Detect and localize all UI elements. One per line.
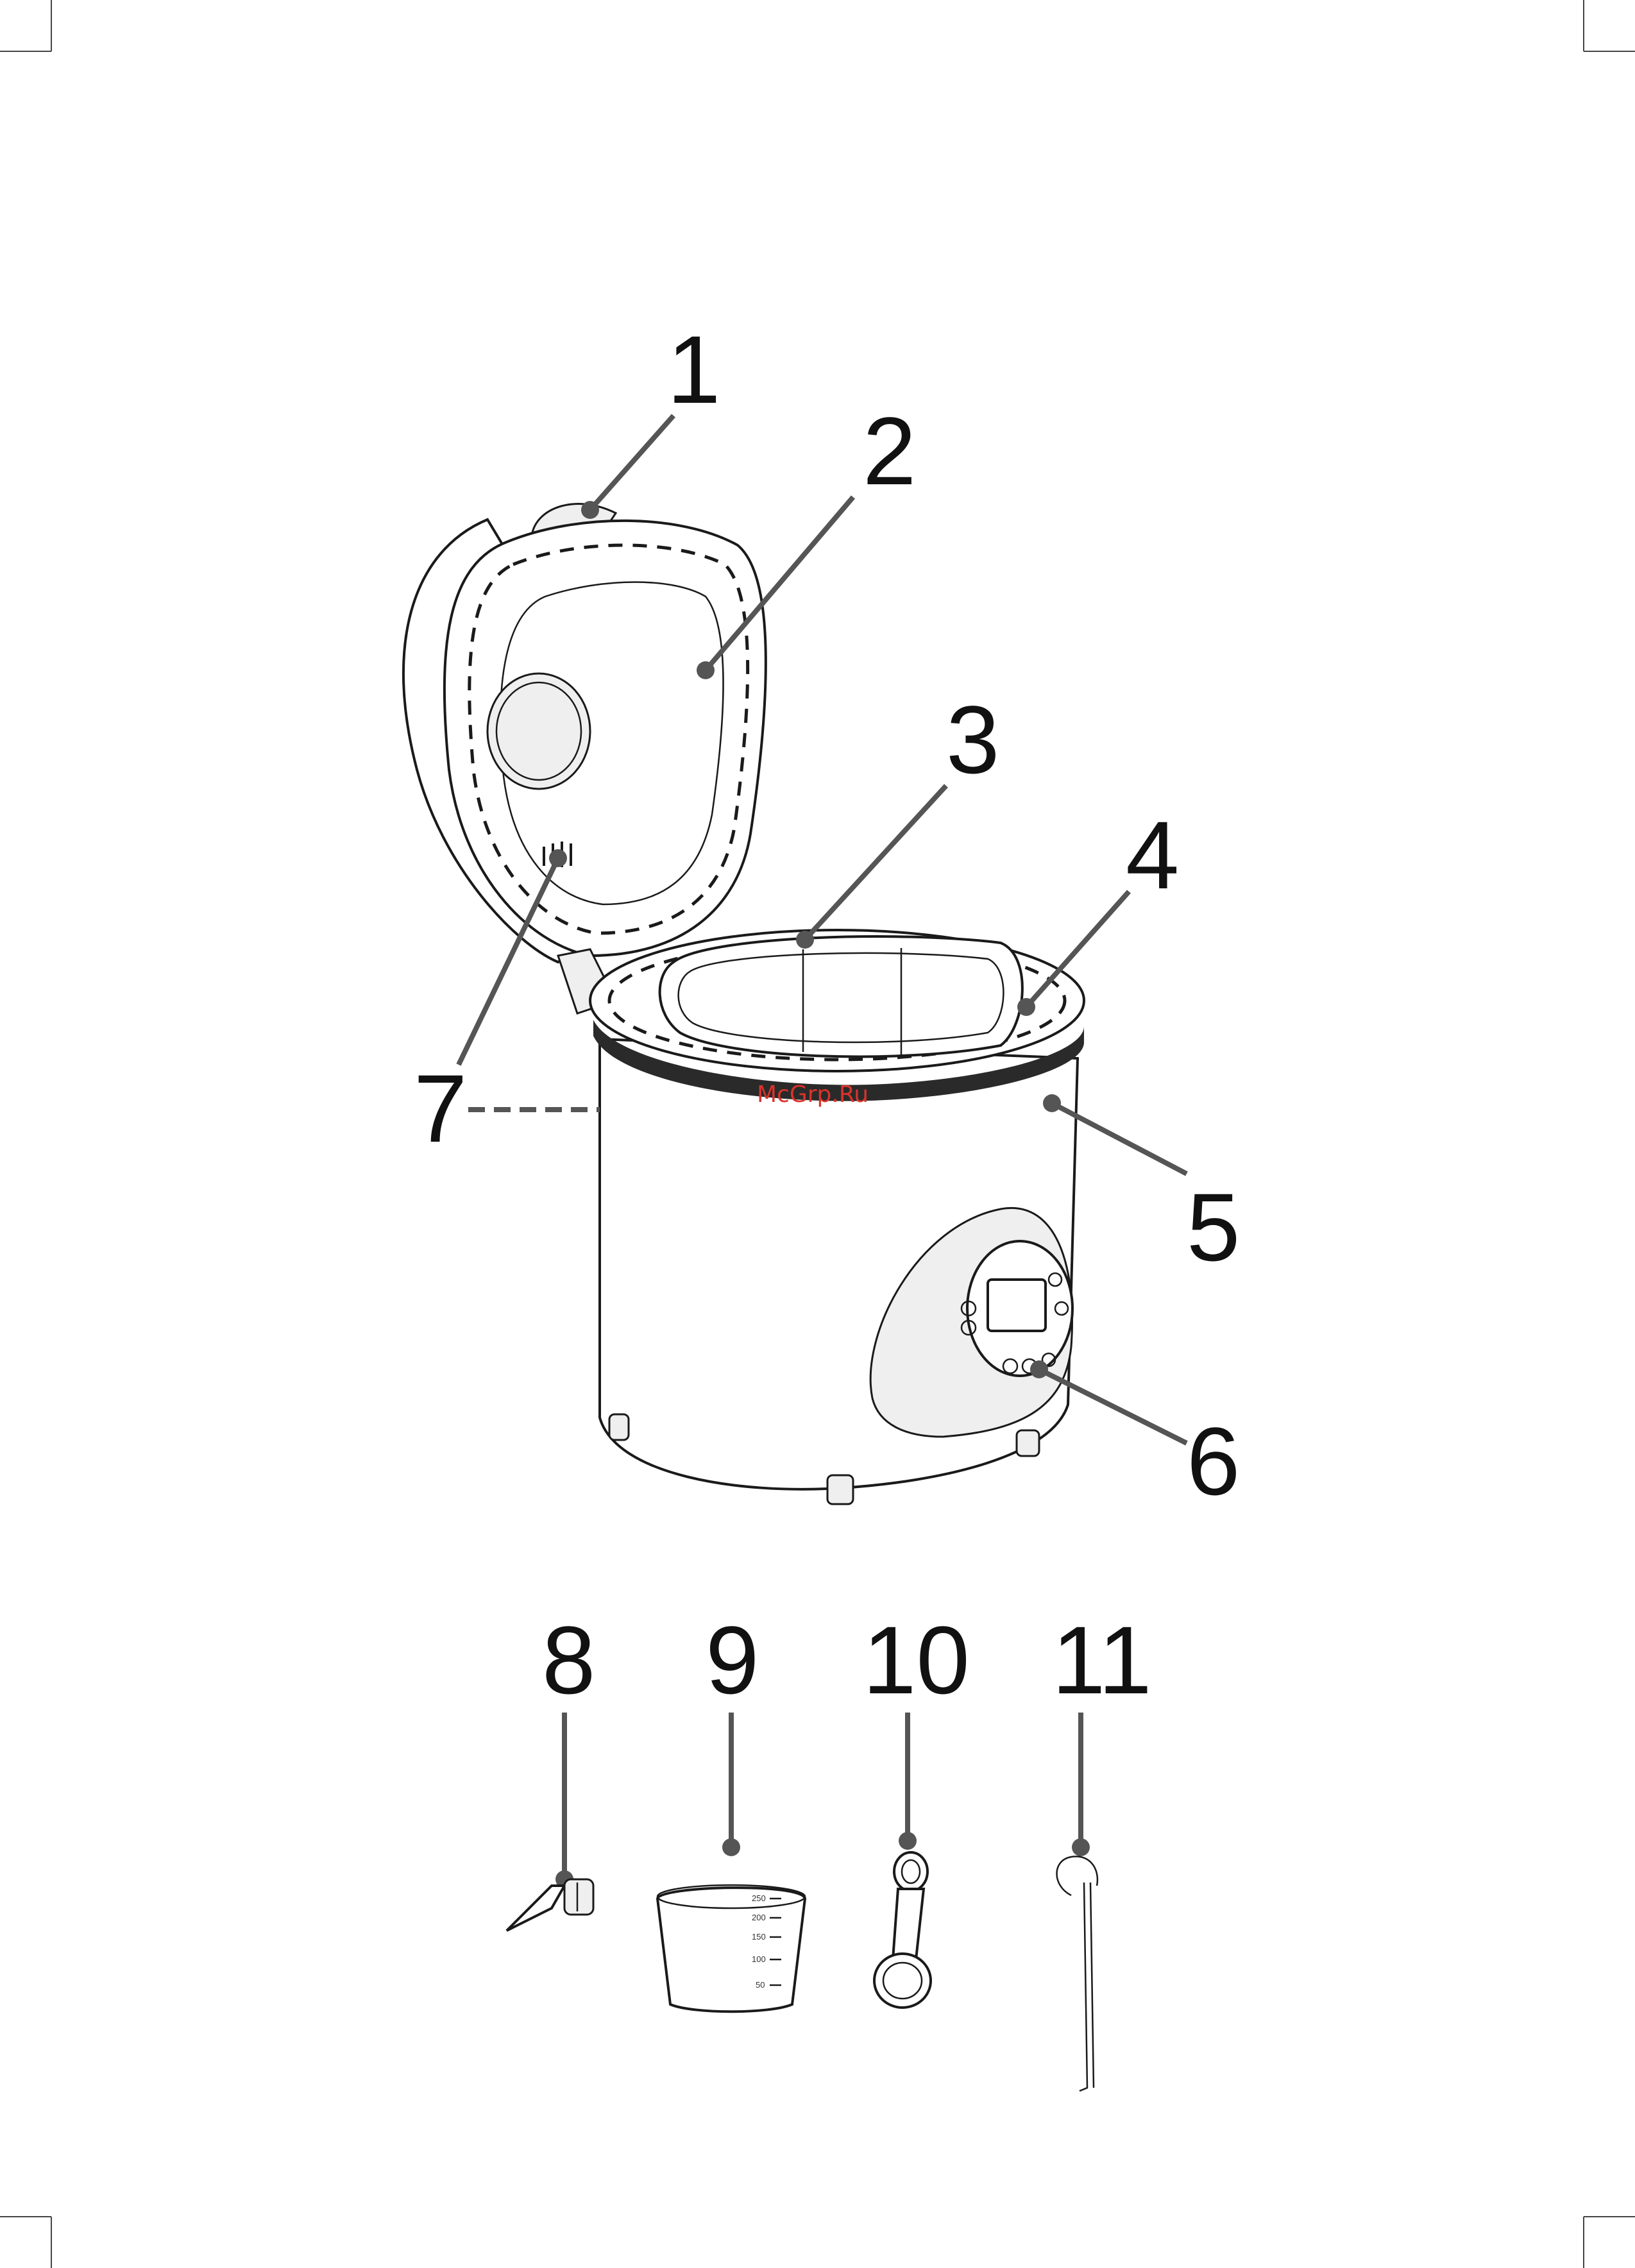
display-screen (988, 1280, 1046, 1331)
foot (1017, 1430, 1039, 1456)
callout-7: 7 (414, 1054, 467, 1162)
scale-label-200: 200 (752, 1913, 766, 1922)
callout-6: 6 (1187, 1407, 1240, 1515)
viewing-window (487, 673, 590, 789)
kneading-paddle (507, 1879, 593, 1931)
lid (403, 504, 766, 1013)
scale-label-50: 50 (756, 1980, 765, 1990)
callout-1: 1 (667, 316, 720, 423)
scale-label-150: 150 (752, 1932, 766, 1942)
callout-3: 3 (946, 686, 999, 793)
callout-8: 8 (542, 1606, 595, 1714)
measuring-spoon (874, 1852, 931, 2008)
watermark: McGrp.Ru (757, 1081, 868, 1108)
scale-label-250: 250 (752, 1893, 766, 1903)
scale-label-100: 100 (752, 1954, 766, 1964)
foot (827, 1475, 853, 1504)
foot (609, 1414, 629, 1440)
callout-2: 2 (863, 397, 916, 505)
accessories: 8 9 250 200 150 100 50 (507, 1606, 1152, 2091)
baking-pan (660, 936, 1022, 1056)
callout-9: 9 (706, 1606, 759, 1714)
callout-5: 5 (1187, 1173, 1240, 1281)
callout-11: 11 (1052, 1606, 1152, 1714)
callout-10: 10 (863, 1606, 970, 1714)
paddle-hook (1057, 1856, 1097, 2091)
callout-4: 4 (1126, 801, 1179, 909)
measuring-cup: 250 200 150 100 50 (657, 1885, 805, 2011)
